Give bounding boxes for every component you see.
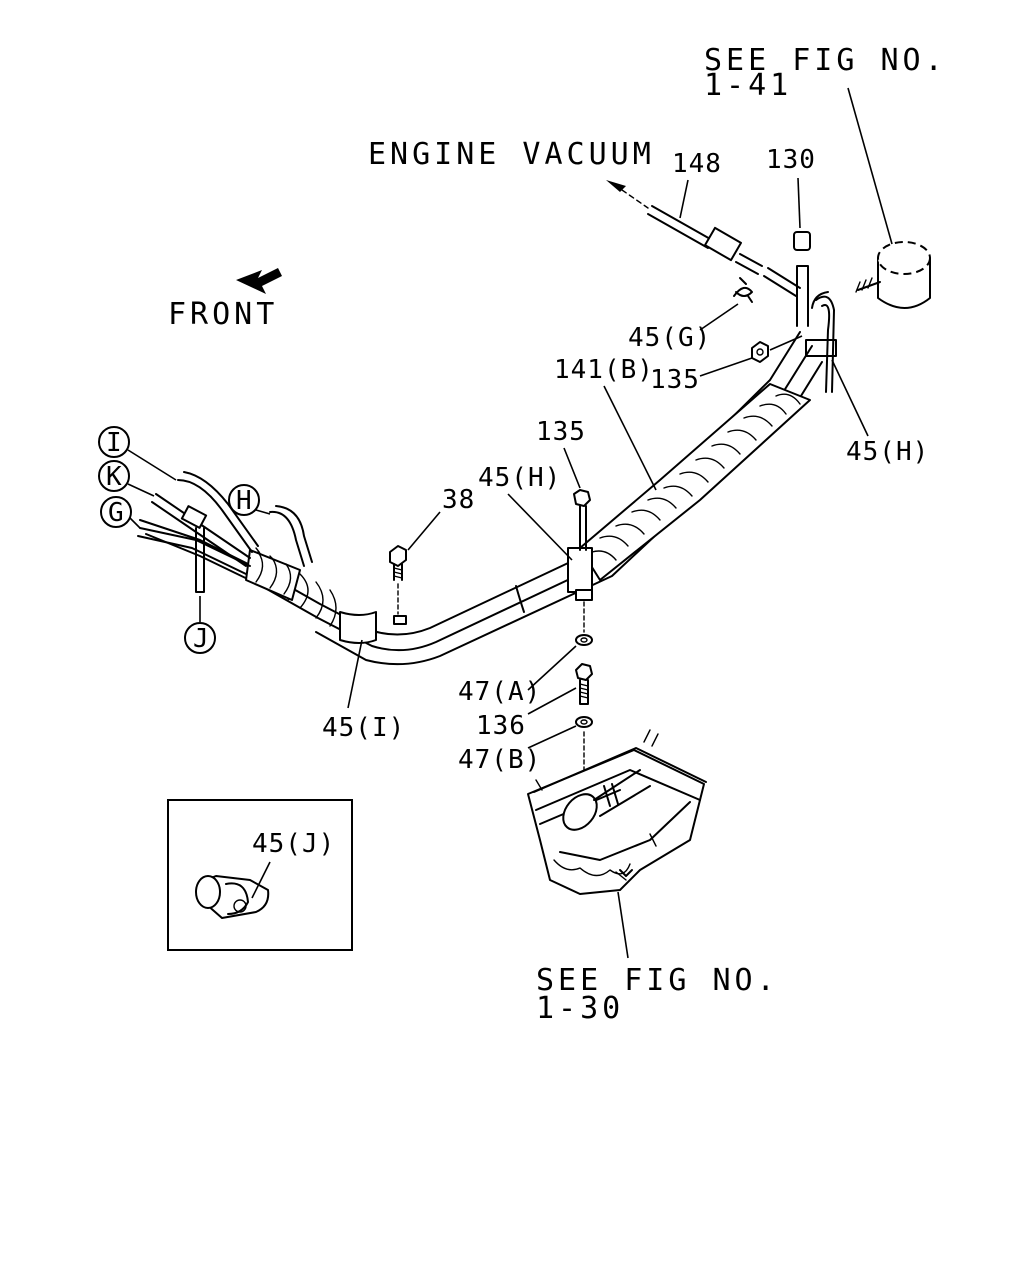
ref-bottom-leader xyxy=(617,891,629,959)
leader-45h-mid xyxy=(507,493,573,561)
callout-148: 148 xyxy=(672,149,722,179)
front-arrow-icon xyxy=(236,268,282,294)
front-label: FRONT xyxy=(168,297,278,332)
connector-k-icon: K xyxy=(98,460,130,492)
ref-top-leader xyxy=(847,87,893,245)
leader-47a xyxy=(527,645,577,691)
leader-45g xyxy=(699,303,739,331)
clamp-45j-icon xyxy=(195,875,270,919)
engine-vacuum-arrow-icon xyxy=(606,180,649,209)
inset-box: 45(J) xyxy=(167,799,353,951)
nut-135-upper xyxy=(751,341,769,363)
washer-47b xyxy=(575,716,593,728)
leader-135-mid xyxy=(563,447,581,489)
callout-130: 130 xyxy=(766,145,816,175)
svg-text:H: H xyxy=(236,486,253,516)
connector-h-icon: H xyxy=(228,484,260,516)
leader-45i xyxy=(347,639,363,709)
stud-136 xyxy=(575,663,593,705)
leader-connector-h xyxy=(255,509,271,515)
air-cleaner-housing xyxy=(527,729,707,895)
svg-text:I: I xyxy=(106,428,123,458)
callout-135-upper: 135 xyxy=(650,365,700,395)
callout-45h-right: 45(H) xyxy=(846,437,929,467)
callout-47a: 47(A) xyxy=(458,677,541,707)
leader-45h-right xyxy=(831,359,869,437)
ref-top-line1: SEE FIG NO. xyxy=(704,43,947,78)
callout-141b: 141(B) xyxy=(554,355,654,385)
connector-j-icon: J xyxy=(184,622,216,654)
leader-148 xyxy=(679,179,689,219)
bolt-38 xyxy=(389,545,407,625)
leader-connector-i xyxy=(127,449,177,481)
clamp-45h-mid xyxy=(567,489,593,601)
bracket-45h-right xyxy=(805,291,837,393)
svg-text:G: G xyxy=(108,498,125,528)
connector-i-icon: I xyxy=(98,426,130,458)
tube-ends xyxy=(137,471,313,593)
pipe-clip-small xyxy=(515,585,525,613)
callout-45i: 45(I) xyxy=(322,713,405,743)
canister-part xyxy=(855,241,931,309)
cap-130 xyxy=(793,231,811,251)
callout-45g: 45(G) xyxy=(628,323,711,353)
leader-45j xyxy=(251,861,271,899)
vertical-pipe xyxy=(796,265,809,327)
leader-connector-g xyxy=(129,517,141,529)
vacuum-hose-148 xyxy=(647,205,801,297)
connector-g-icon: G xyxy=(100,496,132,528)
leader-connector-k xyxy=(127,483,155,497)
callout-136: 136 xyxy=(476,711,526,741)
leader-47b xyxy=(527,725,577,749)
clip-45g xyxy=(733,277,753,303)
leader-38 xyxy=(407,511,441,551)
callout-135-mid: 135 xyxy=(536,417,586,447)
leader-130 xyxy=(797,177,801,229)
callout-38: 38 xyxy=(442,485,475,515)
tape-wraps xyxy=(245,547,377,644)
svg-text:J: J xyxy=(193,624,210,654)
washer-47a xyxy=(575,634,593,646)
callout-47b: 47(B) xyxy=(458,745,541,775)
ref-bottom-line2: 1-30 xyxy=(536,991,624,1026)
pipe-bundle xyxy=(139,331,823,666)
leader-136 xyxy=(527,687,577,715)
callout-45h-mid: 45(H) xyxy=(478,463,561,493)
ref-bottom-line1: SEE FIG NO. xyxy=(536,963,779,998)
leader-141b xyxy=(603,385,657,491)
callout-45j: 45(J) xyxy=(252,829,335,859)
svg-text:K: K xyxy=(106,462,123,492)
leader-135-upper xyxy=(699,357,753,377)
engine-vacuum-label: ENGINE VACUUM xyxy=(368,137,655,172)
ref-top-line2: 1-41 xyxy=(704,68,792,103)
